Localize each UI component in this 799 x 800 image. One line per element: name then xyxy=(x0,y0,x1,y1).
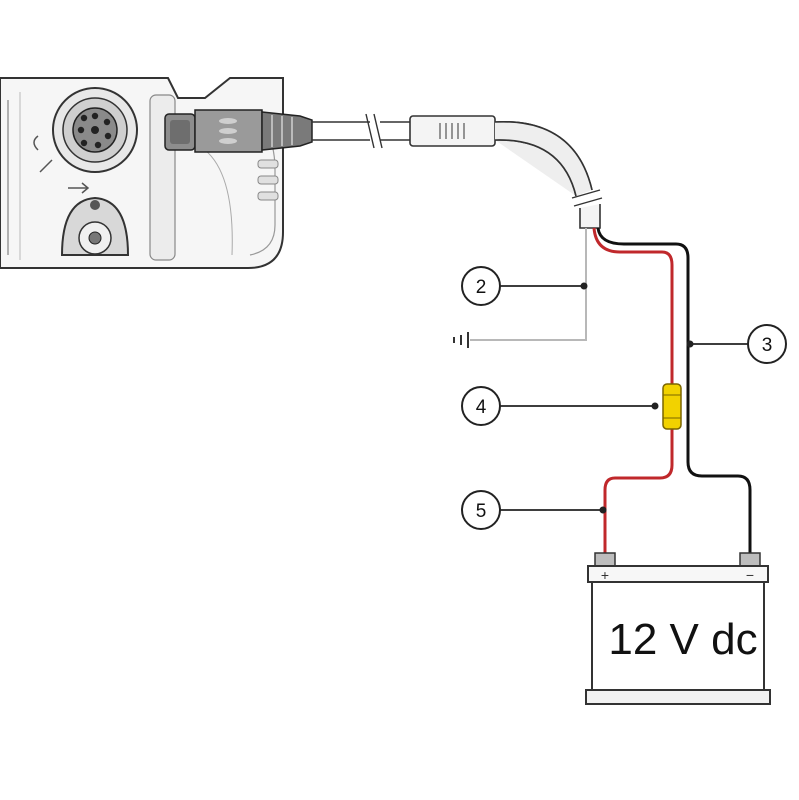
callout-4: 4 xyxy=(461,386,659,426)
callout-3-label: 3 xyxy=(762,335,773,356)
callout-2: 2 xyxy=(461,266,588,306)
power-plug xyxy=(164,109,313,153)
callout-4-label: 4 xyxy=(476,397,487,418)
battery-positive-symbol: + xyxy=(601,567,609,583)
battery: + − 12 V dc xyxy=(585,552,771,705)
callout-3: 3 xyxy=(686,324,787,364)
battery-label: 12 V dc xyxy=(608,615,757,664)
wires xyxy=(470,227,752,560)
secondary-port xyxy=(60,196,130,256)
callout-5-label: 5 xyxy=(476,501,487,522)
black-wire xyxy=(596,227,752,560)
red-wire-battery xyxy=(603,428,674,560)
red-wire xyxy=(592,227,674,385)
display-unit xyxy=(0,77,284,269)
callout-5: 5 xyxy=(461,490,607,530)
battery-negative-symbol: − xyxy=(746,567,754,583)
inline-fuse xyxy=(662,383,682,430)
ground-symbol xyxy=(453,332,469,348)
power-cable xyxy=(312,113,603,229)
callout-2-label: 2 xyxy=(476,277,487,298)
power-socket xyxy=(52,87,138,173)
ground-wire xyxy=(470,228,587,341)
